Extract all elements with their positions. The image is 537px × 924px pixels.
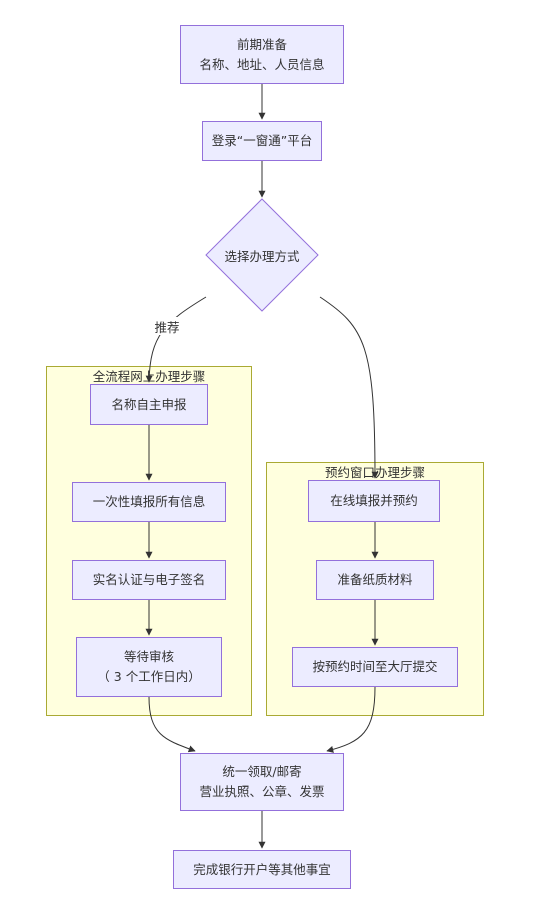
node-online-2: 一次性填报所有信息 bbox=[72, 482, 226, 522]
node-prep-line1: 前期准备 bbox=[236, 36, 287, 52]
node-collect-line1: 统一领取/邮寄 bbox=[222, 764, 302, 779]
node-online-1: 名称自主申报 bbox=[90, 384, 208, 425]
node-window-2-label: 准备纸质材料 bbox=[337, 572, 413, 587]
node-window-1-label: 在线填报并预约 bbox=[330, 493, 418, 508]
node-online-4-line1: 等待审核 bbox=[123, 649, 174, 664]
edge-label-recommend: 推荐 bbox=[150, 317, 184, 335]
node-online-1-label: 名称自主申报 bbox=[111, 396, 187, 412]
node-finish-label: 完成银行开户等其他事宜 bbox=[193, 861, 331, 877]
node-window-1: 在线填报并预约 bbox=[308, 480, 440, 522]
node-finish: 完成银行开户等其他事宜 bbox=[173, 850, 351, 889]
edge-decision-window bbox=[319, 296, 379, 479]
node-collect-line2: 营业执照、公章、发票 bbox=[199, 784, 325, 799]
node-online-3: 实名认证与电子签名 bbox=[72, 560, 226, 600]
node-window-3: 按预约时间至大厅提交 bbox=[292, 647, 458, 687]
node-online-4: 等待审核 （ 3 个工作日内） bbox=[76, 637, 222, 697]
edge-online-collect bbox=[148, 696, 196, 753]
decision-diamond bbox=[205, 198, 319, 312]
node-online-2-label: 一次性填报所有信息 bbox=[92, 494, 206, 509]
node-window-2: 准备纸质材料 bbox=[316, 560, 434, 600]
node-prep: 前期准备 名称、地址、人员信息 bbox=[180, 25, 344, 84]
node-online-3-label: 实名认证与电子签名 bbox=[92, 572, 206, 587]
node-login: 登录“一窗通”平台 bbox=[202, 121, 322, 161]
edge-decision-online bbox=[145, 296, 207, 383]
node-window-3-label: 按预约时间至大厅提交 bbox=[312, 659, 438, 674]
decision-label: 选择办理方式 bbox=[224, 248, 300, 264]
node-collect: 统一领取/邮寄 营业执照、公章、发票 bbox=[180, 753, 344, 811]
node-online-4-line2: （ 3 个工作日内） bbox=[97, 669, 201, 684]
edge-window-collect bbox=[326, 686, 376, 753]
node-login-label: 登录“一窗通”平台 bbox=[211, 133, 313, 148]
node-prep-line2: 名称、地址、人员信息 bbox=[199, 56, 325, 72]
